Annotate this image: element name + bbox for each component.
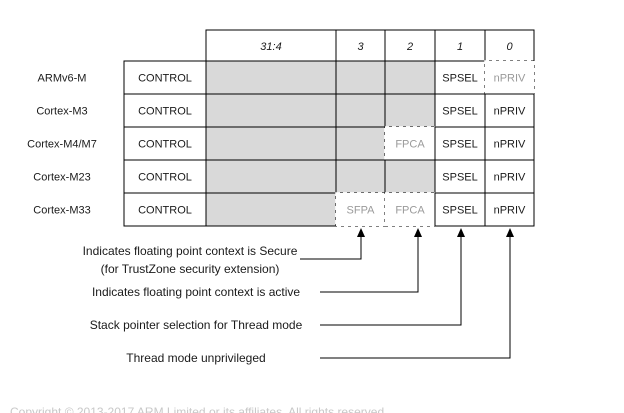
register-name-cell [123,93,207,128]
bit-cell [335,159,386,194]
arrowhead-icon [414,228,422,237]
bit-field-label: nPRIV [494,139,526,151]
copyright-notice: Copyright © 2013-2017 ARM Limited or its… [10,405,387,413]
register-name-cell [123,60,207,95]
annotation-connector [300,236,362,260]
bit-cell [205,60,337,95]
bit-field-label: SPSEL [442,106,477,118]
bit-cell [384,60,436,95]
annotation-connector [320,236,462,326]
bit-header-cell [335,29,386,62]
processor-label: Cortex-M33 [33,205,90,217]
bit-cell [484,126,535,161]
bit-field-label: SPSEL [442,73,477,85]
bit-field-label: nPRIV [494,205,526,217]
dashed-bit-cell [335,192,386,227]
processor-label: Cortex-M3 [36,106,87,118]
annotation-text: Indicates floating point context is acti… [92,285,300,299]
register-name-cell [123,159,207,194]
bit-header-label: 31:4 [260,41,281,53]
arrowhead-icon [357,228,365,237]
annotation-text: Indicates floating point context is Secu… [83,244,298,258]
register-name-label: CONTROL [138,172,192,184]
annotation-connector [320,236,419,293]
bit-field-label: SPSEL [442,139,477,151]
bit-field-label: FPCA [395,205,425,217]
annotation-text: (for TrustZone security extension) [101,262,280,276]
bit-cell [205,192,337,227]
bit-cell [384,93,436,128]
bit-cell [434,126,486,161]
bit-cell [484,93,535,128]
bit-header-label: 0 [506,41,513,53]
arrowhead-icon [457,228,465,237]
bit-cell [335,60,386,95]
bit-field-label: nPRIV [494,73,526,85]
bit-cell [335,93,386,128]
annotation-connector [320,236,511,359]
bit-cell [205,126,337,161]
bit-header-label: 2 [406,41,413,53]
bit-field-label: nPRIV [494,106,526,118]
register-name-label: CONTROL [138,139,192,151]
processor-label: ARMv6-M [38,73,87,85]
processor-label: Cortex-M23 [33,172,90,184]
annotation-text: Stack pointer selection for Thread mode [90,318,303,332]
processor-label: Cortex-M4/M7 [27,139,97,151]
bit-field-label: SPSEL [442,205,477,217]
bit-cell [484,192,535,227]
register-name-label: CONTROL [138,73,192,85]
bit-header-cell [205,29,337,62]
annotation-text: Thread mode unprivileged [126,351,265,365]
bit-field-label: SFPA [347,205,376,217]
bit-cell [205,159,337,194]
processor-labels: ARMv6-M Cortex-M3Cortex-M4/M7Cortex-M23Co… [27,73,97,217]
bit-field-label: SPSEL [442,172,477,184]
register-name-cell [123,192,207,227]
bit-field-label: FPCA [395,139,425,151]
register-name-label: CONTROL [138,205,192,217]
bit-annotations: Indicates floating point context is Secu… [83,228,514,365]
bit-cell [205,93,337,128]
bit-field-label: nPRIV [494,172,526,184]
bit-cell [484,159,535,194]
bit-header-label: 1 [457,41,463,53]
bit-cell [434,159,486,194]
arrowhead-icon [506,228,514,237]
bit-header-label: 3 [357,41,364,53]
register-name-label: CONTROL [138,106,192,118]
dashed-bit-cell [384,192,436,227]
bit-cell [384,159,436,194]
bit-cell [335,126,386,161]
